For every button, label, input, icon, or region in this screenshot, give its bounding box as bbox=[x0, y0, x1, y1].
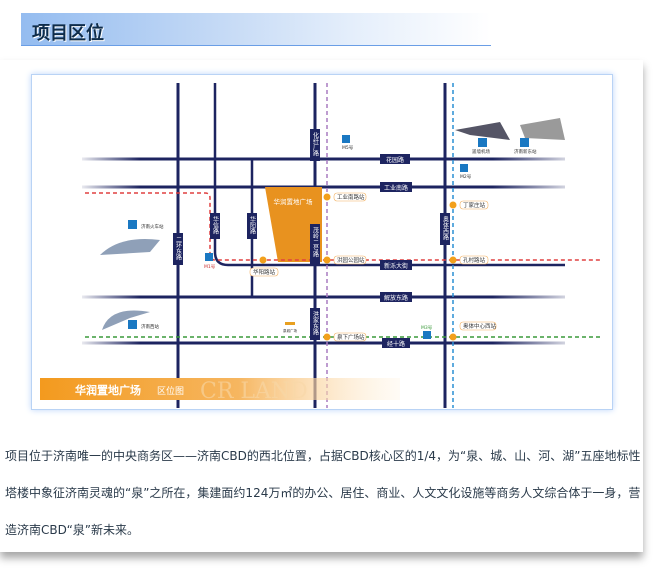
map-roads-xinluo: 新泺大街 bbox=[384, 262, 408, 270]
map-roads-jiefang: 解放东路 bbox=[384, 294, 408, 302]
places: 济南火车站 济南西站 遥墙机场 济南新东站 M5号 M2号 M1号 M3号 泉城… bbox=[100, 118, 565, 339]
map-roads-huaxianchang: 化纤厂路 bbox=[312, 131, 319, 157]
roads bbox=[82, 83, 565, 408]
map-roads-jingshi: 经十路 bbox=[387, 340, 405, 348]
map-stations-aoti: 奥体中心西站 bbox=[463, 322, 497, 330]
map-banner: CR LAND 华润置地广场 区位图 bbox=[40, 378, 400, 404]
map-roads-gongye: 工业南路 bbox=[384, 184, 408, 192]
section-header: 项目区位 bbox=[21, 13, 491, 46]
map-roads-huayang: 华阳路 bbox=[249, 215, 256, 235]
project-site bbox=[265, 187, 322, 262]
map-roads-huayuan: 花园路 bbox=[386, 156, 404, 164]
map-metro_labels-m3: M3号 bbox=[421, 325, 433, 331]
project-name-label: 华润置地广场 bbox=[274, 197, 314, 206]
map-places-new_east: 济南新东站 bbox=[514, 148, 537, 155]
station-labels: 工业南路站 丁家庄站 华阳路站 洪园公园站 孔村路站 泉下广场站 奥体中心西站 bbox=[249, 192, 497, 342]
map-metro_labels-m2: M2号 bbox=[460, 174, 472, 180]
map-roads-huaxin: 华信路 bbox=[212, 215, 219, 235]
map-roads-erhuan: 二环东路 bbox=[175, 236, 182, 261]
banner-watermark: CR LAND bbox=[200, 379, 308, 404]
location-map: 华润置地广场 工业南路站 丁家庄站 华阳路站 洪园公园站 孔村路站 泉下广场站 … bbox=[31, 74, 613, 410]
project-description: 项目位于济南唯一的中央商务区——济南CBD的西北位置，占据CBD核心区的1/4，… bbox=[5, 449, 641, 537]
section-title: 项目区位 bbox=[32, 23, 104, 44]
map-roads-aoti: 奥体西路 bbox=[442, 215, 449, 241]
station-dots bbox=[259, 193, 457, 341]
map-places-west_station: 济南西站 bbox=[141, 323, 159, 330]
map-stations-gongyenan: 工业南路站 bbox=[337, 193, 365, 201]
map-places-east_station: 济南火车站 bbox=[141, 223, 164, 230]
road-labels: 花园路 工业南路 新泺大街 解放东路 经十路 bbox=[380, 154, 412, 348]
map-metro_labels-m5: M5号 bbox=[342, 145, 354, 151]
map-stations-quanxia: 泉下广场站 bbox=[337, 333, 365, 341]
map-banner_sub: 区位图 bbox=[157, 385, 184, 397]
map-places-quancheng: 泉城广场 bbox=[283, 328, 297, 333]
vertical-road-labels: 二环东路 华信路 华阳路 化纤厂路 茂岭二号路 洪家东路 奥体西路 bbox=[173, 129, 450, 340]
map-places-airport: 遥墙机场 bbox=[472, 148, 490, 155]
map-roads-hongjia: 洪家东路 bbox=[312, 310, 319, 336]
map-stations-hongyuan: 洪园公园站 bbox=[337, 256, 365, 264]
map-stations-kongcun: 孔村路站 bbox=[463, 256, 486, 264]
map-metro_labels-m1: M1号 bbox=[204, 264, 216, 270]
map-roads-maoling: 茂岭二号路 bbox=[312, 226, 319, 258]
map-stations-huayang: 华阳路站 bbox=[253, 268, 276, 276]
map-banner_title: 华润置地广场 bbox=[75, 383, 141, 397]
map-stations-dingjiazhuang: 丁家庄站 bbox=[463, 201, 486, 209]
